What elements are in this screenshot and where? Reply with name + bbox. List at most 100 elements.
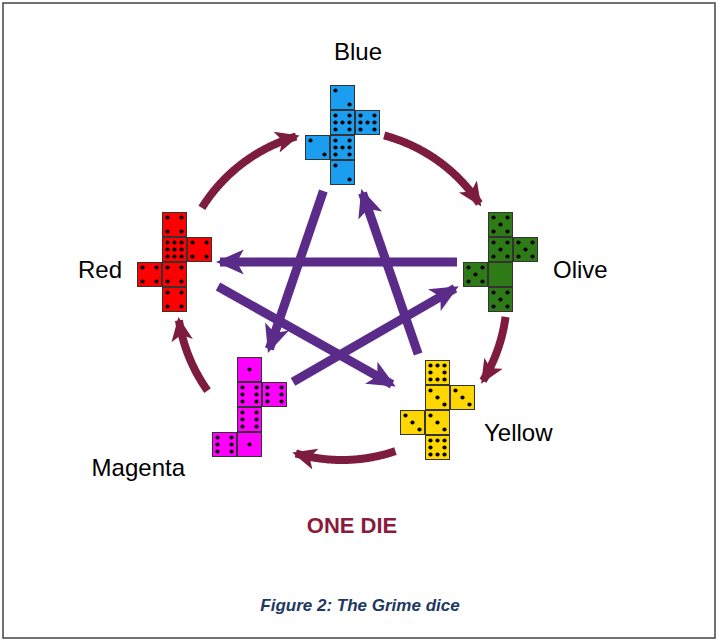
die-pip	[154, 265, 158, 269]
face-square	[489, 263, 513, 287]
die-face	[489, 288, 513, 312]
die-pip	[279, 392, 283, 396]
face-square	[138, 263, 162, 287]
face-square	[426, 361, 450, 385]
die-pip	[165, 215, 169, 219]
die-pip	[460, 395, 464, 399]
die-name: Blue	[334, 38, 382, 66]
die-pip	[347, 177, 351, 181]
die-pip	[347, 145, 351, 149]
die-pip	[165, 254, 169, 258]
die-pip	[498, 222, 502, 226]
die-pip	[358, 113, 362, 117]
die-pip	[340, 145, 344, 149]
figure-border	[3, 3, 715, 638]
die-net	[463, 212, 538, 312]
die-face	[331, 86, 355, 110]
die-pip	[365, 120, 369, 124]
die-pip	[347, 152, 351, 156]
die-face	[426, 386, 450, 410]
die-pip	[358, 127, 362, 131]
die-face	[426, 411, 450, 435]
die-pip	[428, 452, 432, 456]
die-pip	[179, 240, 183, 244]
die-pip	[254, 417, 258, 421]
die-pip	[172, 254, 176, 258]
die-pip	[347, 138, 351, 142]
die-name: Yellow	[484, 419, 553, 447]
die-pip	[442, 438, 446, 442]
die-pip	[179, 254, 183, 258]
die-pip	[347, 102, 351, 106]
die-net	[212, 357, 287, 457]
die-face	[163, 288, 187, 312]
die-pip	[229, 442, 233, 446]
face-square	[238, 408, 262, 432]
die-pip	[179, 290, 183, 294]
die-pip	[240, 385, 244, 389]
die-node: Red	[137, 212, 212, 312]
die-pip	[372, 120, 376, 124]
die-pip	[254, 385, 258, 389]
die-pip	[140, 279, 144, 283]
die-pip	[428, 370, 432, 374]
die-face	[451, 386, 475, 410]
die-face	[238, 358, 262, 382]
die-pip	[435, 420, 439, 424]
die-pip	[491, 229, 495, 233]
star-arrow	[220, 258, 457, 267]
die-pip	[505, 254, 509, 258]
face-square	[163, 213, 187, 237]
die-face	[163, 238, 187, 262]
die-face	[489, 238, 513, 262]
die-pip	[140, 265, 144, 269]
ring-arrow	[202, 136, 296, 207]
die-pip	[333, 138, 337, 142]
die-pip	[333, 88, 337, 92]
die-pip	[480, 265, 484, 269]
face-square	[238, 433, 262, 457]
die-pip	[491, 304, 495, 308]
die-pip	[179, 279, 183, 283]
die-pip	[442, 427, 446, 431]
face-square	[163, 288, 187, 312]
face-square	[331, 111, 355, 135]
die-pip	[333, 113, 337, 117]
die-pip	[505, 229, 509, 233]
die-pip	[498, 247, 502, 251]
face-square	[489, 288, 513, 312]
die-net	[137, 212, 212, 312]
die-pip	[279, 385, 283, 389]
face-square	[426, 436, 450, 460]
die-pip	[215, 449, 219, 453]
figure-caption: Figure 2: The Grime dice	[260, 596, 459, 616]
die-pip	[165, 279, 169, 283]
die-pip	[403, 413, 407, 417]
die-pip	[215, 435, 219, 439]
die-pip	[435, 377, 439, 381]
die-pip	[179, 265, 183, 269]
ring-arrow	[179, 320, 208, 390]
die-pip	[466, 279, 470, 283]
die-pip	[491, 240, 495, 244]
die-face	[213, 433, 237, 457]
face-square	[356, 111, 380, 135]
die-pip	[165, 247, 169, 251]
die-pip	[417, 427, 421, 431]
die-pip	[254, 399, 258, 403]
die-pip	[179, 247, 183, 251]
die-face	[489, 263, 513, 287]
die-pip	[333, 127, 337, 131]
die-pip	[279, 399, 283, 403]
die-pip	[240, 424, 244, 428]
die-pip	[229, 435, 233, 439]
die-face	[426, 436, 450, 460]
die-face	[331, 161, 355, 185]
die-net	[400, 360, 475, 460]
die-pip	[530, 240, 534, 244]
die-pip	[505, 240, 509, 244]
die-pip	[265, 392, 269, 396]
die-name: Olive	[553, 256, 608, 284]
